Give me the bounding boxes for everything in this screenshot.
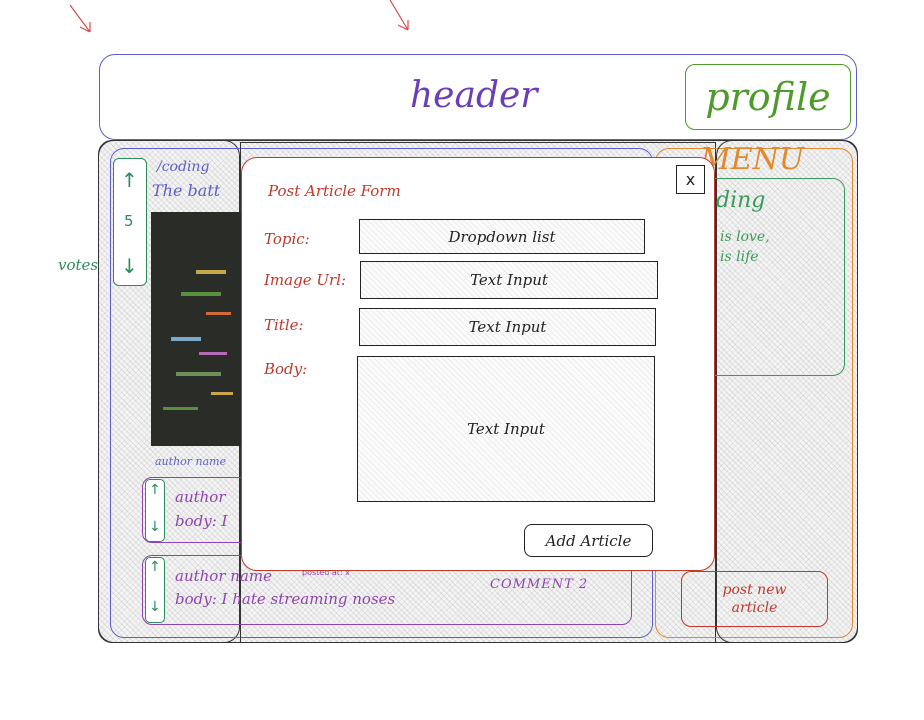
profile-button[interactable]: profile [685,64,851,130]
comment-upvote-icon[interactable]: ↑ [149,482,161,498]
close-button[interactable]: x [676,165,705,194]
downvote-icon[interactable]: ↓ [121,254,138,278]
comment-author[interactable]: author name [175,567,272,585]
article-image [151,212,241,446]
vote-widget [113,158,147,286]
topic-label: Topic: [264,230,310,248]
body-textarea[interactable]: Text Input [357,356,655,502]
comment-downvote-icon[interactable]: ↓ [149,519,161,535]
menu-title: MENU [700,142,805,177]
post-button-line1: post new [722,581,787,598]
title-input[interactable]: Text Input [359,308,656,346]
right-column [716,140,858,643]
title-input-text: Text Input [468,318,547,336]
vote-count: 5 [124,212,134,230]
body-textarea-text: Text Input [467,420,545,438]
topic-dropdown[interactable]: Dropdown list [359,219,645,254]
profile-label: profile [705,75,831,119]
menu-topic-line1: is love, [720,229,770,245]
comment-body: body: I hate streaming noses [175,590,396,608]
menu-topic-line2: is life [720,249,759,265]
votes-side-label: votes [58,256,99,274]
header-bar [99,54,857,140]
post-new-article-button[interactable]: post new article [681,571,828,627]
header-title: header [410,75,538,116]
image-url-input-text: Text Input [470,271,548,289]
comment-vote-widget [145,557,165,623]
post-button-line2: article [731,600,778,616]
comment-downvote-icon[interactable]: ↓ [149,599,161,615]
image-url-label: Image Url: [264,271,347,289]
comment-upvote-icon[interactable]: ↑ [149,559,161,575]
arrow-annotation [69,0,409,33]
title-label: Title: [264,316,304,334]
article-title[interactable]: The batt [152,181,221,200]
body-label: Body: [264,360,308,378]
close-icon: x [685,170,696,189]
image-url-input[interactable]: Text Input [360,261,658,299]
topic-dropdown-text: Dropdown list [448,227,556,246]
comment-body: body: I [175,512,228,530]
comment-author[interactable]: author [175,488,226,506]
article-author[interactable]: author name [155,455,227,468]
comment-label: COMMENT 2 [490,577,589,592]
menu-topic-title[interactable]: ding [716,188,766,213]
add-article-button[interactable]: Add Article [524,524,653,557]
article-topic[interactable]: /coding [157,159,210,175]
add-article-label: Add Article [545,531,632,550]
upvote-icon[interactable]: ↑ [121,168,138,192]
modal-title: Post Article Form [268,182,401,200]
comment-posted-at: posted at: x [302,568,350,577]
comment-vote-widget [145,479,165,542]
